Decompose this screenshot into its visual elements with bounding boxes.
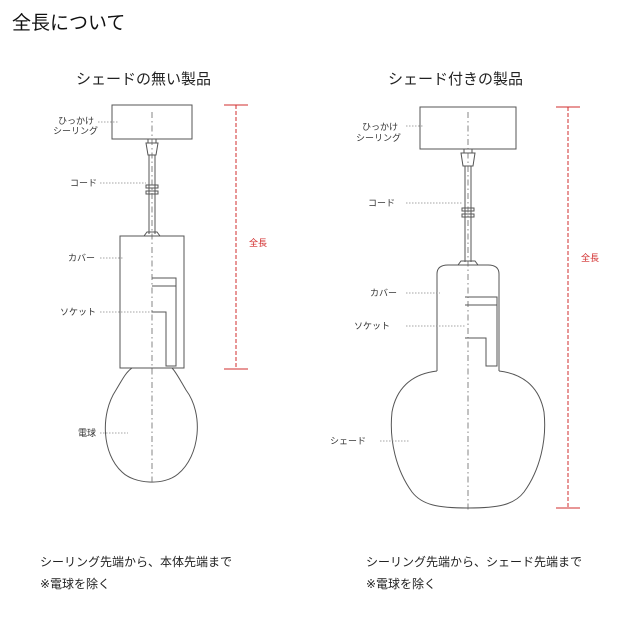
left-label-cord: コード — [70, 179, 97, 189]
right-cord-connector-top — [463, 148, 473, 154]
left-label-ceiling-1: ひっかけ — [58, 116, 94, 127]
right-dimension — [556, 106, 580, 509]
right-label-cord: コード — [368, 199, 395, 209]
right-cord-bushing — [460, 152, 476, 167]
left-length-label: 全長 — [249, 237, 267, 249]
right-leaders — [380, 125, 466, 442]
right-label-socket: ソケット — [354, 321, 390, 332]
left-bulb — [104, 367, 198, 483]
left-dimension — [224, 104, 248, 370]
right-product-title: シェード付きの製品 — [388, 70, 524, 88]
left-product-title: シェードの無い製品 — [76, 70, 212, 88]
left-note-line2: ※電球を除く — [40, 577, 111, 591]
right-label-ceiling-1: ひっかけ — [362, 122, 398, 133]
right-label-shade: シェード — [330, 437, 366, 447]
left-leaders — [98, 121, 152, 434]
right-label-ceiling-2: シーリング — [356, 132, 401, 144]
left-cord-bushing — [145, 142, 159, 156]
left-label-cover: カバー — [68, 253, 95, 264]
right-socket — [465, 296, 498, 367]
right-label-cover: カバー — [370, 288, 397, 299]
left-label-ceiling-2: シーリング — [53, 125, 98, 137]
left-cover-top — [143, 231, 161, 237]
left-label-socket: ソケット — [60, 307, 96, 318]
page-title: 全長について — [12, 12, 126, 34]
left-pendant — [104, 104, 198, 483]
right-note-line2: ※電球を除く — [366, 577, 437, 591]
right-note-line1: シーリング先端から、シェード先端まで — [366, 555, 583, 569]
left-note-line1: シーリング先端から、本体先端まで — [40, 555, 233, 569]
left-label-bulb: 電球 — [78, 427, 96, 439]
left-socket — [152, 277, 177, 367]
right-length-label: 全長 — [581, 252, 599, 264]
